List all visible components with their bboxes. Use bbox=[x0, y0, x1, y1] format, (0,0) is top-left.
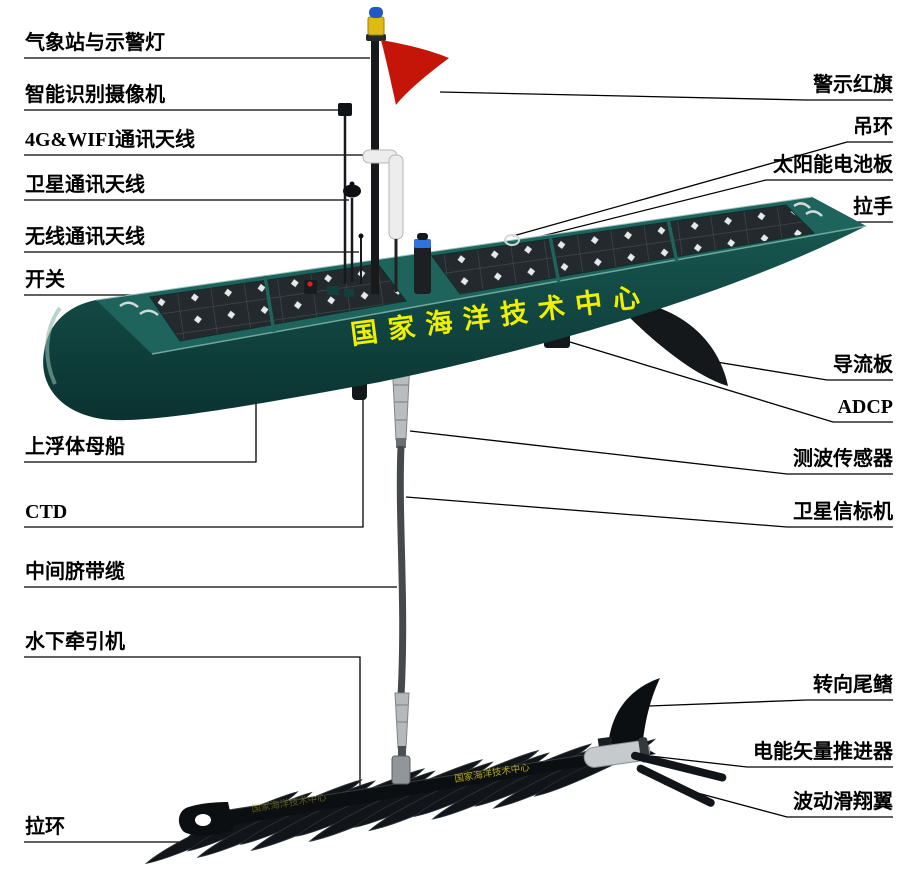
smart-camera bbox=[338, 103, 352, 116]
tail-wing-upper bbox=[631, 751, 727, 782]
label-smart-camera: 智能识别摄像机 bbox=[25, 84, 165, 106]
solar-panel-array-left bbox=[149, 263, 407, 342]
deflector-plate bbox=[626, 300, 728, 386]
label-wave-sensor: 测波传感器 bbox=[793, 448, 893, 470]
callout-wave-glide-wing bbox=[663, 783, 893, 818]
label-pull-ring: 拉环 bbox=[25, 816, 65, 838]
label-handle: 拉手 bbox=[853, 196, 893, 218]
label-antenna-wireless: 无线通讯天线 bbox=[25, 226, 145, 248]
cable-lower-connector bbox=[394, 692, 410, 749]
mast-assembly bbox=[304, 7, 449, 297]
power-switch bbox=[304, 280, 317, 294]
label-surface-mothership: 上浮体母船 bbox=[25, 436, 125, 458]
cable-bracket bbox=[391, 755, 411, 785]
underwater-glider: 国家海洋技术中心 国家海洋技术中心 bbox=[143, 678, 727, 870]
callout-deflector-plate bbox=[703, 359, 893, 381]
callout-ctd bbox=[24, 396, 364, 528]
label-weather-station-light: 气象站与示警灯 bbox=[25, 32, 165, 54]
label-electric-vector-thruster: 电能矢量推进器 bbox=[753, 741, 893, 763]
callout-solar-panel bbox=[497, 179, 893, 248]
stern-handle-1 bbox=[119, 301, 139, 308]
label-warning-red-flag: 警示红旗 bbox=[813, 74, 893, 96]
label-underwater-tug: 水下牵引机 bbox=[25, 631, 125, 653]
warning-red-flag bbox=[381, 40, 449, 105]
label-power-switch: 开关 bbox=[25, 269, 65, 291]
label-deflector-plate: 导流板 bbox=[833, 354, 893, 376]
surface-mothership: 国 家 海 洋 技 术 中 心 bbox=[43, 196, 867, 421]
callout-lines bbox=[24, 57, 893, 843]
satellite-antenna bbox=[343, 184, 361, 198]
stern-handle-2 bbox=[139, 309, 159, 316]
stern-highlight bbox=[45, 306, 62, 385]
label-umbilical-cable: 中间脐带缆 bbox=[25, 561, 125, 583]
pull-ring-hole bbox=[195, 814, 211, 826]
callout-underwater-tug bbox=[24, 656, 361, 789]
label-adcp: ADCP bbox=[837, 396, 893, 418]
lifting-ring bbox=[504, 234, 520, 246]
umbilical-cable bbox=[391, 359, 411, 760]
label-steering-tail-fin: 转向尾鳍 bbox=[813, 674, 893, 696]
tail-wing-lower bbox=[636, 764, 715, 807]
steering-tail-fin bbox=[608, 678, 660, 750]
label-satellite-beacon: 卫星信标机 bbox=[793, 501, 893, 523]
callout-surface-mothership bbox=[24, 403, 257, 463]
glider-spine bbox=[190, 746, 656, 830]
callout-lifting-ring bbox=[512, 141, 893, 237]
label-ctd: CTD bbox=[25, 501, 68, 523]
label-solar-panel: 太阳能电池板 bbox=[773, 154, 893, 176]
callout-steering-tail-fin bbox=[648, 699, 893, 707]
callout-warning-red-flag bbox=[439, 91, 893, 101]
deck-hardware bbox=[119, 202, 823, 316]
label-antenna-satellite: 卫星通讯天线 bbox=[25, 174, 145, 196]
callout-satellite-beacon bbox=[405, 496, 893, 528]
antenna-4g-wifi bbox=[388, 154, 404, 240]
beacon-dome bbox=[369, 7, 383, 18]
electric-vector-thruster bbox=[583, 736, 651, 768]
bow-handle-1 bbox=[793, 202, 811, 209]
label-lifting-ring: 吊环 bbox=[853, 116, 893, 138]
satellite-beacon-device bbox=[414, 244, 431, 294]
callout-adcp bbox=[569, 341, 893, 423]
label-wave-glide-wing: 波动滑翔翼 bbox=[793, 791, 893, 813]
callout-wave-sensor bbox=[409, 430, 893, 475]
cable-line bbox=[396, 445, 407, 697]
callout-electric-vector-thruster bbox=[649, 755, 893, 768]
weather-station-light bbox=[367, 16, 385, 36]
label-antenna-4g-wifi: 4G&WIFI通讯天线 bbox=[25, 129, 195, 151]
bow-handle-2 bbox=[805, 210, 823, 217]
